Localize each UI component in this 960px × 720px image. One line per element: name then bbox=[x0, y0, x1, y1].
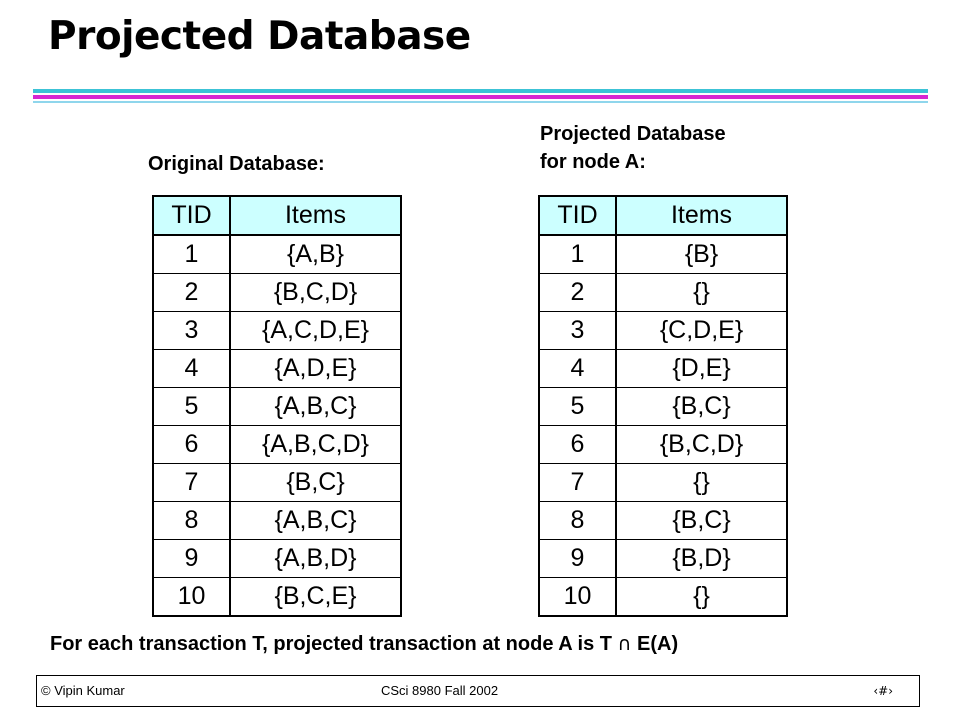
tid-cell: 4 bbox=[538, 349, 617, 388]
table-row: 2{} bbox=[538, 273, 788, 312]
table-row: 7{} bbox=[538, 463, 788, 502]
projected-database-label: Projected Database for node A: bbox=[540, 120, 726, 176]
tid-cell: 8 bbox=[538, 501, 617, 540]
items-cell: {} bbox=[615, 463, 788, 502]
tid-cell: 10 bbox=[152, 577, 231, 617]
tid-cell: 5 bbox=[538, 387, 617, 426]
tid-cell: 7 bbox=[152, 463, 231, 502]
tid-cell: 6 bbox=[152, 425, 231, 464]
table-row: 7{B,C} bbox=[152, 463, 402, 502]
items-cell: {B,C,E} bbox=[229, 577, 402, 617]
tid-cell: 1 bbox=[538, 234, 617, 274]
items-cell: {B,C} bbox=[229, 463, 402, 502]
table-row: 8{B,C} bbox=[538, 501, 788, 540]
items-cell: {} bbox=[615, 273, 788, 312]
table-row: 1{B} bbox=[538, 234, 788, 274]
title-rule-cyan bbox=[33, 89, 928, 93]
title-rule-light bbox=[33, 101, 928, 103]
table-row: 9{B,D} bbox=[538, 539, 788, 578]
items-cell: {A,C,D,E} bbox=[229, 311, 402, 350]
table-row: 5{A,B,C} bbox=[152, 387, 402, 426]
table-row: 2{B,C,D} bbox=[152, 273, 402, 312]
tid-cell: 10 bbox=[538, 577, 617, 617]
slide-title: Projected Database bbox=[48, 14, 471, 59]
items-cell: {B,C} bbox=[615, 387, 788, 426]
slide-footer: © Vipin Kumar CSci 8980 Fall 2002 ‹#› bbox=[36, 675, 920, 707]
table-row: 9{A,B,D} bbox=[152, 539, 402, 578]
tid-cell: 6 bbox=[538, 425, 617, 464]
tid-cell: 9 bbox=[538, 539, 617, 578]
table-row: 3{A,C,D,E} bbox=[152, 311, 402, 350]
projection-caption: For each transaction T, projected transa… bbox=[50, 633, 678, 656]
items-cell: {A,B} bbox=[229, 234, 402, 274]
table-row: 3{C,D,E} bbox=[538, 311, 788, 350]
tid-cell: 4 bbox=[152, 349, 231, 388]
items-cell: {B,C,D} bbox=[615, 425, 788, 464]
table-row: 6{B,C,D} bbox=[538, 425, 788, 464]
projected-label-line2: for node A: bbox=[540, 151, 646, 173]
intersection-symbol: ∩ bbox=[617, 633, 632, 655]
items-cell: {B,C,D} bbox=[229, 273, 402, 312]
table-row: 4{D,E} bbox=[538, 349, 788, 388]
column-header-tid: TID bbox=[538, 195, 617, 236]
table-row: 8{A,B,C} bbox=[152, 501, 402, 540]
tid-cell: 3 bbox=[152, 311, 231, 350]
items-cell: {B,D} bbox=[615, 539, 788, 578]
column-header-items: Items bbox=[615, 195, 788, 236]
title-rule-magenta bbox=[33, 95, 928, 99]
table-row: 6{A,B,C,D} bbox=[152, 425, 402, 464]
footer-course: CSci 8980 Fall 2002 bbox=[381, 683, 499, 698]
items-cell: {C,D,E} bbox=[615, 311, 788, 350]
tid-cell: 1 bbox=[152, 234, 231, 274]
items-cell: {A,B,C} bbox=[229, 501, 402, 540]
projected-label-line1: Projected Database bbox=[540, 123, 726, 145]
items-cell: {D,E} bbox=[615, 349, 788, 388]
table-row: 10{} bbox=[538, 577, 788, 617]
original-database-label: Original Database: bbox=[148, 153, 325, 175]
tid-cell: 2 bbox=[538, 273, 617, 312]
items-cell: {A,B,D} bbox=[229, 539, 402, 578]
items-cell: {B,C} bbox=[615, 501, 788, 540]
caption-text-after: E(A) bbox=[631, 633, 679, 655]
footer-page-number: ‹#› bbox=[873, 684, 893, 698]
items-cell: {A,B,C} bbox=[229, 387, 402, 426]
tid-cell: 8 bbox=[152, 501, 231, 540]
tid-cell: 3 bbox=[538, 311, 617, 350]
column-header-tid: TID bbox=[152, 195, 231, 236]
items-cell: {A,B,C,D} bbox=[229, 425, 402, 464]
table-row: 1{A,B} bbox=[152, 234, 402, 274]
tid-cell: 9 bbox=[152, 539, 231, 578]
projected-database-table: TID Items 1{B} 2{} 3{C,D,E} 4{D,E} 5{B,C… bbox=[538, 195, 788, 617]
tid-cell: 5 bbox=[152, 387, 231, 426]
table-row: 5{B,C} bbox=[538, 387, 788, 426]
items-cell: {B} bbox=[615, 234, 788, 274]
table-row: 10{B,C,E} bbox=[152, 577, 402, 617]
items-cell: {} bbox=[615, 577, 788, 617]
table-header-row: TID Items bbox=[152, 195, 402, 236]
tid-cell: 7 bbox=[538, 463, 617, 502]
table-header-row: TID Items bbox=[538, 195, 788, 236]
tid-cell: 2 bbox=[152, 273, 231, 312]
column-header-items: Items bbox=[229, 195, 402, 236]
original-database-table: TID Items 1{A,B} 2{B,C,D} 3{A,C,D,E} 4{A… bbox=[152, 195, 402, 617]
table-row: 4{A,D,E} bbox=[152, 349, 402, 388]
caption-text-before: For each transaction T, projected transa… bbox=[50, 633, 618, 655]
items-cell: {A,D,E} bbox=[229, 349, 402, 388]
footer-author: © Vipin Kumar bbox=[41, 683, 125, 698]
